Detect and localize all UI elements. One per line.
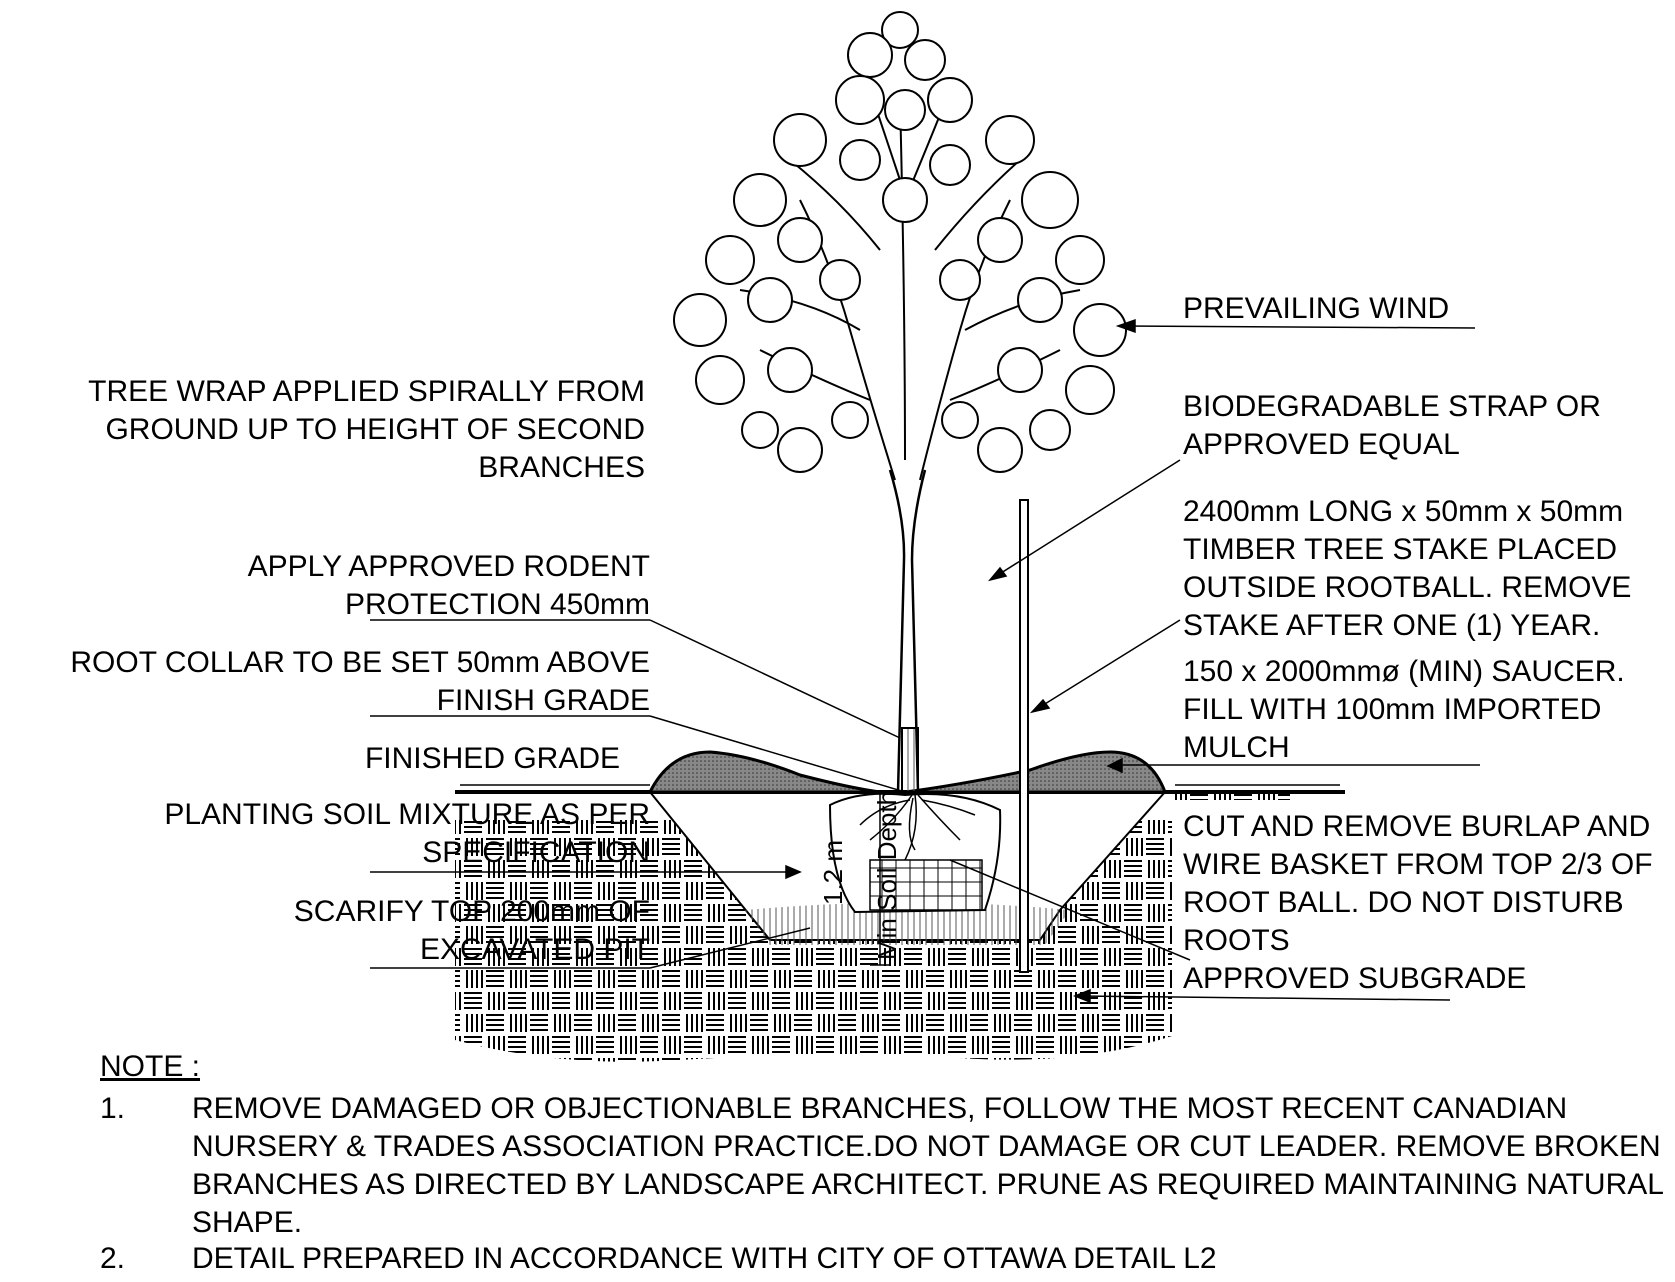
- rodent-protection-wrap: [901, 727, 919, 793]
- dimension-text: Min Soil Depth: [872, 790, 902, 960]
- tree-canopy-foliage: [673, 11, 1127, 473]
- label-rodent: APPLY APPROVED RODENT PROTECTION 450mm: [247, 550, 650, 621]
- dimension-value: 1.2 m: [818, 839, 848, 905]
- label-tree-wrap: TREE WRAP APPLIED SPIRALLY FROM GROUND U…: [88, 375, 645, 484]
- label-scarify: SCARIFY TOP 200mm OF EXCAVATED PIT: [293, 895, 650, 966]
- label-subgrade: APPROVED SUBGRADE: [1183, 962, 1527, 995]
- label-strap: BIODEGRADABLE STRAP OR APPROVED EQUAL: [1183, 390, 1601, 461]
- mulch-saucer-left: [647, 750, 881, 794]
- notes-heading: NOTE :: [100, 1050, 201, 1083]
- label-finished-grade: FINISHED GRADE: [364, 742, 620, 775]
- label-burlap: CUT AND REMOVE BURLAP AND WIRE BASKET FR…: [1183, 810, 1653, 957]
- label-planting-soil: PLANTING SOIL MIXTURE AS PER SPECIFICATI…: [164, 798, 650, 869]
- note-number: 2.: [100, 1242, 126, 1275]
- min-depth-dimension: [870, 791, 890, 966]
- tree-trunk: [888, 469, 927, 793]
- leader-lines: [370, 318, 1480, 1004]
- scarified-pit-bottom: [745, 902, 1070, 945]
- note-text: REMOVE DAMAGED OR OBJECTIONABLE BRANCHES…: [192, 1092, 1663, 1239]
- label-saucer: 150 x 2000mmø (MIN) SAUCER. FILL WITH 10…: [1183, 655, 1625, 764]
- mulch-saucer-right: [904, 750, 1168, 794]
- label-stake: 2400mm LONG x 50mm x 50mm TIMBER TREE ST…: [1183, 495, 1632, 642]
- label-root-collar: ROOT COLLAR TO BE SET 50mm ABOVE FINISH …: [70, 646, 650, 717]
- root-ball: [828, 792, 1002, 914]
- timber-stake: [1019, 499, 1029, 973]
- note-number: 1.: [100, 1092, 126, 1125]
- label-prevailing-wind: PREVAILING WIND: [1183, 292, 1450, 325]
- note-text: DETAIL PREPARED IN ACCORDANCE WITH CITY …: [192, 1242, 1217, 1275]
